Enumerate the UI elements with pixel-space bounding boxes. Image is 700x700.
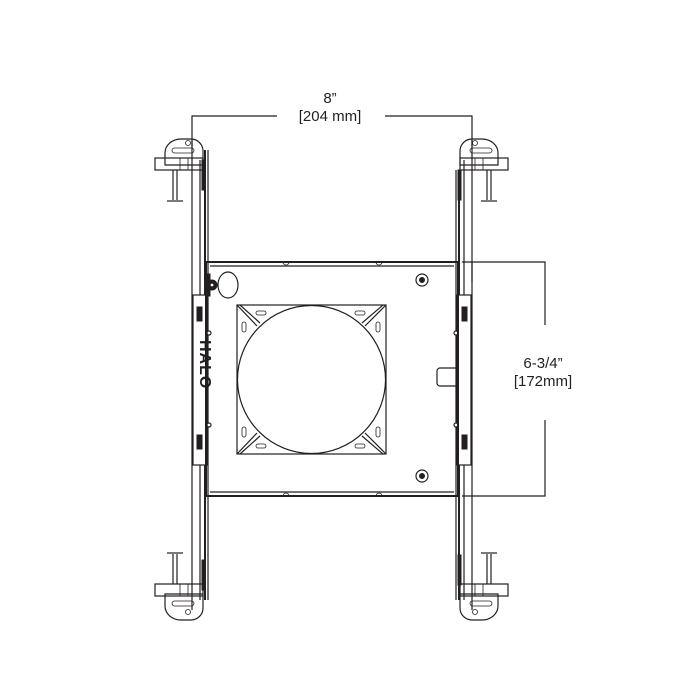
housing-plate [205, 261, 459, 497]
width-dimension-lines [191, 115, 473, 148]
clip-top-left [154, 138, 206, 202]
height-metric: [172mm] [513, 373, 573, 390]
width-imperial: 8” [323, 90, 337, 107]
connector-knob [205, 271, 239, 299]
height-dimension-label: 6-3/4” [172mm] [498, 355, 588, 391]
clip-bottom-left [154, 552, 206, 621]
height-imperial: 6-3/4” [523, 355, 563, 372]
clip-bottom-right [457, 552, 509, 621]
clip-top-right [457, 138, 509, 202]
width-metric: [204 mm] [298, 108, 362, 125]
brand-logo: HALO [196, 340, 213, 390]
aperture-plate [236, 304, 387, 455]
left-hanger-bar [191, 140, 212, 610]
width-dimension-label: 8” [204 mm] [270, 90, 390, 126]
mounting-screw-top [415, 273, 429, 287]
mounting-screw-bottom [415, 469, 429, 483]
right-hanger-bar [453, 140, 473, 610]
